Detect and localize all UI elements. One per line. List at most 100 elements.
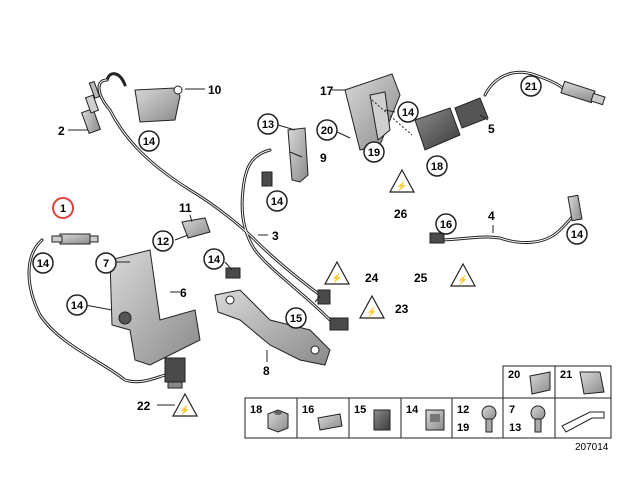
callout-circle-14: 14	[566, 223, 588, 245]
callout-circle-14: 14	[32, 252, 54, 274]
drawing-number: 207014	[575, 442, 609, 453]
clip-nut-icon	[529, 371, 551, 395]
callout-3: 3	[272, 229, 279, 243]
sensor-2-cable-loop	[105, 72, 127, 87]
legend-label-7: 7	[509, 404, 515, 416]
legend-label-18: 18	[250, 404, 262, 416]
callout-23: 23	[395, 302, 409, 316]
svg-text:⚡: ⚡	[457, 274, 468, 286]
callout-9: 9	[320, 151, 327, 165]
warning-triangle-icon: ⚡	[449, 262, 477, 287]
callout-11: 11	[179, 201, 192, 215]
clip-11	[181, 217, 211, 239]
sensor-4-connector	[429, 232, 445, 244]
oxygen-sensor-4	[567, 194, 583, 222]
svg-text:14: 14	[71, 300, 84, 312]
callout-26: 26	[394, 207, 408, 221]
svg-text:1: 1	[60, 203, 66, 215]
callout-circle-16: 16	[435, 213, 457, 235]
oxygen-sensor-1	[51, 233, 99, 245]
warning-triangle-icon: ⚡	[388, 168, 416, 193]
cable-tie-holder-icon	[425, 409, 445, 431]
callout-22: 22	[137, 399, 151, 413]
legend-label-21: 21	[560, 369, 572, 381]
sensor-9-cable	[240, 148, 332, 322]
legend-label-13: 13	[509, 422, 521, 434]
clip-icon	[373, 409, 391, 431]
svg-text:20: 20	[321, 125, 333, 137]
callout-circle-15: 15	[285, 307, 307, 329]
callout-circle-14: 14	[203, 248, 225, 270]
callout-circle-18: 18	[426, 155, 448, 177]
legend-label-16: 16	[302, 404, 314, 416]
bracket-10	[134, 85, 183, 123]
callout-8: 8	[263, 364, 270, 378]
legend-label-15: 15	[354, 404, 366, 416]
legend-label-14: 14	[406, 404, 419, 416]
svg-text:14: 14	[271, 196, 284, 208]
svg-text:14: 14	[143, 136, 156, 148]
svg-text:14: 14	[571, 229, 584, 241]
svg-text:19: 19	[368, 147, 380, 159]
legend-label-20: 20	[508, 369, 520, 381]
callout-circle-14: 14	[138, 130, 160, 152]
callout-10: 10	[208, 83, 222, 97]
callout-circle-13: 13	[257, 113, 279, 135]
oxygen-sensor-21	[560, 80, 606, 106]
bolt-icon	[530, 405, 546, 433]
callout-5: 5	[488, 122, 495, 136]
svg-text:14: 14	[402, 107, 415, 119]
svg-text:⚡: ⚡	[366, 306, 377, 318]
legend-label-19: 19	[457, 422, 469, 434]
svg-text:18: 18	[431, 161, 443, 173]
hex-nut-icon	[267, 409, 289, 433]
svg-text:⚡: ⚡	[396, 180, 407, 192]
svg-text:⚡: ⚡	[331, 272, 342, 284]
bracket-8	[214, 289, 331, 366]
fastener-legend: 18 16 15 14 12 19 7 13 20 21	[244, 365, 612, 439]
svg-text:14: 14	[208, 254, 221, 266]
sensor-9-connectors	[317, 289, 349, 331]
callout-circle-7: 7	[95, 252, 117, 274]
svg-text:14: 14	[37, 258, 50, 270]
legend-label-12: 12	[457, 404, 469, 416]
callout-circle-14: 14	[266, 190, 288, 212]
bolt-icon	[481, 405, 497, 433]
svg-text:7: 7	[103, 258, 109, 270]
spring-clip-icon	[579, 371, 605, 395]
callout-circle-14: 14	[397, 101, 419, 123]
callout-circle-19: 19	[363, 141, 385, 163]
control-module-18	[414, 97, 489, 151]
callout-4: 4	[488, 209, 495, 223]
callout-circle-1: 1	[52, 197, 74, 219]
svg-text:15: 15	[290, 313, 302, 325]
removal-tool-icon	[561, 411, 605, 433]
svg-text:21: 21	[525, 81, 537, 93]
bracket-17	[344, 73, 401, 151]
callout-circle-14: 14	[66, 294, 88, 316]
sensor-4-cable	[438, 203, 580, 244]
callout-6: 6	[180, 286, 187, 300]
oxygen-sensor-2	[80, 80, 102, 135]
svg-text:12: 12	[157, 236, 169, 248]
bracket-6	[109, 249, 201, 366]
callout-24: 24	[365, 271, 379, 285]
svg-text:⚡: ⚡	[179, 404, 190, 416]
callout-circle-20: 20	[316, 119, 338, 141]
sensor-1-connector	[164, 357, 186, 389]
svg-text:13: 13	[262, 119, 274, 131]
warning-triangle-icon: ⚡	[171, 392, 199, 417]
callout-circle-21: 21	[520, 75, 542, 97]
warning-triangle-icon: ⚡	[358, 294, 386, 319]
callout-17: 17	[320, 84, 334, 98]
connector-near-24	[225, 267, 241, 279]
callout-2: 2	[58, 124, 65, 138]
clip-icon	[317, 413, 343, 431]
warning-triangle-icon: ⚡	[323, 260, 351, 285]
svg-text:16: 16	[440, 219, 452, 231]
sensor-9-plug	[261, 171, 273, 187]
assembly-dash-17-18	[371, 99, 413, 136]
callout-25: 25	[414, 271, 428, 285]
callout-circle-12: 12	[152, 230, 174, 252]
